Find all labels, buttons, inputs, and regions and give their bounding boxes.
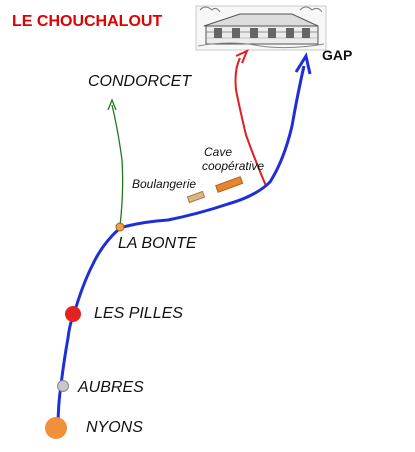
place-aubres: AUBRES: [77, 379, 144, 396]
road-chouchalout: [234, 57, 267, 187]
marker-aubres: [57, 380, 69, 392]
boulangerie-building: [186, 190, 206, 204]
road-condorcet: [111, 104, 124, 227]
cave-building: [215, 176, 244, 193]
marker-nyons: [45, 417, 67, 439]
place-boulangerie: Boulangerie: [132, 177, 196, 191]
arrow-chouchalout: [235, 49, 249, 64]
place-la-bonte: LA BONTE: [118, 235, 197, 252]
place-cave-line2: coopérative: [202, 159, 264, 173]
place-gap: GAP: [322, 47, 352, 63]
place-nyons: NYONS: [86, 419, 143, 436]
place-cave-line1: Cave: [204, 145, 232, 159]
arrow-gap: [294, 52, 312, 75]
farmhouse-sketch-icon: [195, 5, 327, 51]
place-condorcet: CONDORCET: [88, 73, 192, 90]
map-title: LE CHOUCHALOUT: [12, 13, 162, 30]
marker-la-bonte: [115, 222, 125, 232]
place-les-pilles: LES PILLES: [94, 305, 183, 322]
marker-les-pilles: [65, 306, 81, 322]
arrow-condorcet: [107, 98, 117, 111]
